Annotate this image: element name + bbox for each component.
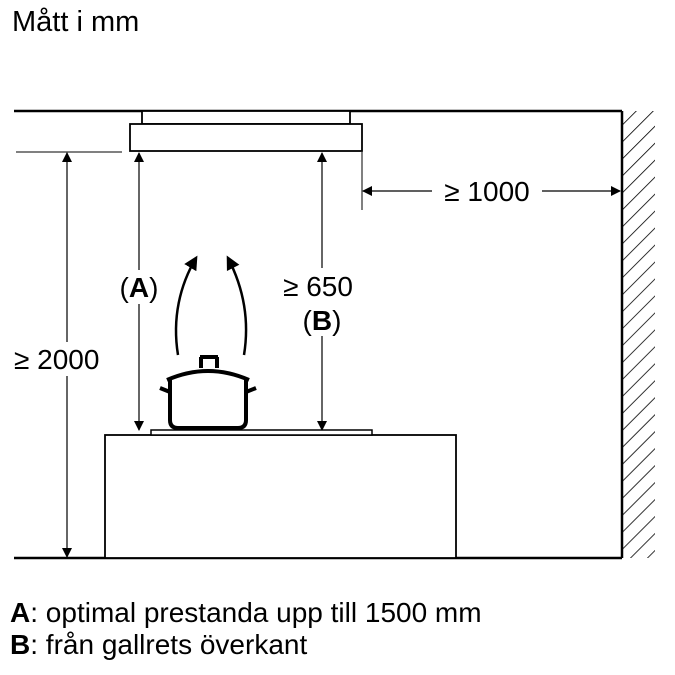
legend-text-a: : optimal prestanda upp till 1500 mm — [30, 597, 482, 628]
cooking-pot — [159, 355, 257, 430]
floor-height-label: ≥ 2000 — [14, 344, 99, 375]
legend-item-b: B: från gallrets överkant — [10, 629, 307, 661]
page-title: Mått i mm — [12, 6, 140, 38]
ceiling-hood — [129, 110, 363, 152]
steam-arrow-left — [174, 255, 198, 356]
dimension-b-label: (B) — [303, 305, 342, 336]
dimension-a-label: (A) — [120, 272, 159, 303]
legend-text-b: : från gallrets överkant — [30, 629, 308, 660]
kitchen-counter — [104, 434, 457, 559]
legend-item-a: A: optimal prestanda upp till 1500 mm — [10, 597, 482, 629]
hob-distance-label: ≥ 650 — [283, 271, 353, 302]
legend-key-a: A — [10, 597, 31, 628]
side-wall — [620, 111, 655, 558]
steam-arrow-right — [226, 255, 248, 356]
legend-key-b: B — [10, 629, 31, 660]
wall-distance-label: ≥ 1000 — [444, 176, 529, 207]
hob-plate — [150, 429, 373, 436]
